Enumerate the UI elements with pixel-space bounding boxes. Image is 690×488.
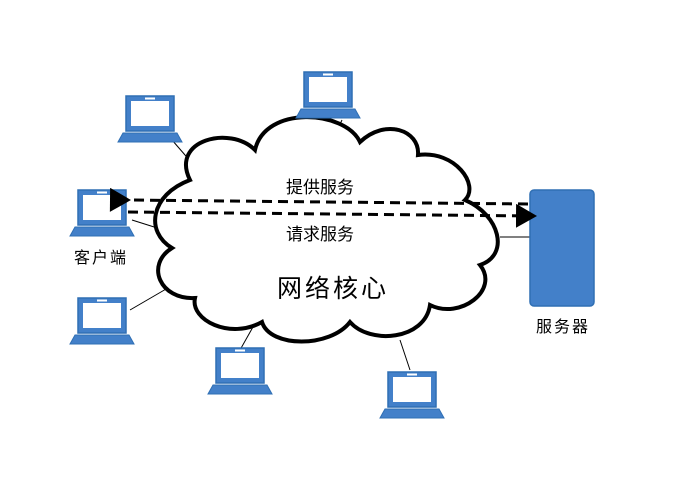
provide-service-label: 提供服务 (286, 178, 354, 198)
laptop-icon (69, 297, 135, 345)
provide-service-arrow (109, 187, 529, 212)
link-bottom-right (399, 339, 411, 371)
network-core-cloud (153, 115, 500, 344)
laptop-icon (207, 347, 273, 395)
laptop-icon (69, 189, 135, 237)
laptop-icon (295, 71, 361, 119)
request-service-arrow (127, 203, 537, 228)
server-label: 服务器 (536, 317, 590, 336)
laptop-icon (379, 371, 445, 419)
client-label: 客户端 (74, 248, 128, 267)
server (529, 189, 595, 307)
laptop-icon (117, 95, 183, 143)
request-service-label: 请求服务 (286, 225, 354, 245)
network-core-label: 网络核心 (277, 274, 389, 303)
